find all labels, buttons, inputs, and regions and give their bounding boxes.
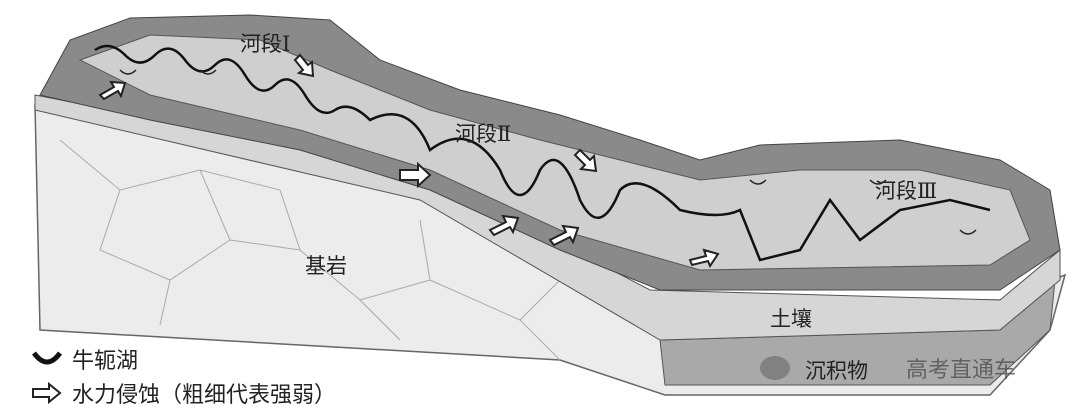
reach-2-label: 河段Ⅱ: [455, 122, 512, 146]
oxbow-lake-arc-icon: [199, 69, 217, 75]
soil-label: 土壤: [770, 307, 812, 331]
legend-label: 牛轭湖: [72, 349, 139, 374]
hollow-arrow-icon: [32, 381, 62, 405]
oxbow-lakes: [119, 69, 977, 235]
reach-1-label: 河段Ⅰ: [240, 32, 291, 56]
hollow-arrow-icon: [688, 248, 720, 269]
oxbow-lake-arc-icon: [119, 69, 137, 75]
reach-3-label: 河段Ⅲ: [875, 179, 938, 203]
oxbow-lake-arc-icon: [749, 179, 767, 185]
wechat-icon: [760, 356, 790, 380]
oxbow-lake-arc-icon: [959, 229, 977, 235]
watermark: 高考直通车: [760, 352, 1016, 384]
bedrock-label: 基岩: [305, 254, 347, 278]
sediment-label: 沉积物: [805, 359, 868, 383]
hollow-arrow-icon: [548, 224, 580, 247]
erosion-arrows: [98, 53, 720, 269]
hollow-arrow-icon: [399, 161, 432, 189]
hollow-arrow-icon: [488, 214, 520, 237]
floodplain: [78, 34, 1031, 271]
hollow-arrow-icon: [293, 53, 315, 78]
legend-item-erosion: 水力侵蚀（粗细代表强弱）: [30, 377, 336, 409]
watermark-text: 高考直通车: [906, 358, 1017, 383]
bedrock-cracks: [59, 139, 561, 361]
oxbow-lake-arc-icon: [31, 351, 63, 365]
legend-label: 水力侵蚀（粗细代表强弱）: [72, 383, 337, 408]
river-channel: [94, 44, 991, 262]
oxbow-lake-arc-icon: [869, 179, 887, 185]
hollow-arrow-icon: [573, 148, 598, 173]
hollow-arrow-icon: [98, 80, 127, 101]
legend-item-oxbow: 牛轭湖: [30, 343, 138, 375]
